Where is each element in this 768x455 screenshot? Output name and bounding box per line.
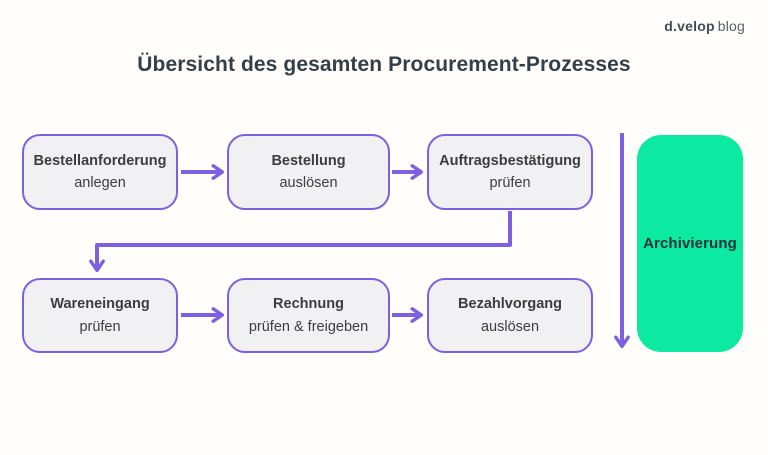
step-title: Wareneingang [50,296,150,313]
archivierung-label: Archivierung [643,235,737,252]
step-bestellung-ausloesen: Bestellung auslösen [227,134,390,210]
logo-brand-text: d.velop [664,18,715,34]
page-title: Übersicht des gesamten Procurement-Proze… [137,53,631,76]
step-title: Bezahlvorgang [458,296,562,313]
step-title: Bestellanforderung [33,152,167,169]
step-rechnung-pruefen-freigeben: Rechnung prüfen & freigeben [227,278,390,353]
step-auftragsbestaetigung-pruefen: Auftragsbestätigung prüfen [427,134,593,210]
step-subtitle: prüfen [489,175,531,191]
step-title: Auftragsbestätigung [439,152,581,169]
step-bestellanforderung-anlegen: Bestellanforderung anlegen [22,134,178,210]
step-subtitle: prüfen & freigeben [248,318,369,335]
archivierung-box: Archivierung [637,135,743,352]
step-title: Rechnung [273,296,344,313]
logo-suffix-text: blog [717,18,745,34]
connector-step3-step4 [89,211,512,273]
step-title: Bestellung [271,152,346,169]
step-bezahlvorgang-ausloesen: Bezahlvorgang auslösen [427,278,593,353]
step-subtitle: auslösen [480,318,540,335]
step-wareneingang-pruefen: Wareneingang prüfen [22,278,178,353]
step-subtitle: auslösen [279,175,338,191]
step-subtitle: prüfen [79,318,121,335]
step-subtitle: anlegen [74,175,126,191]
